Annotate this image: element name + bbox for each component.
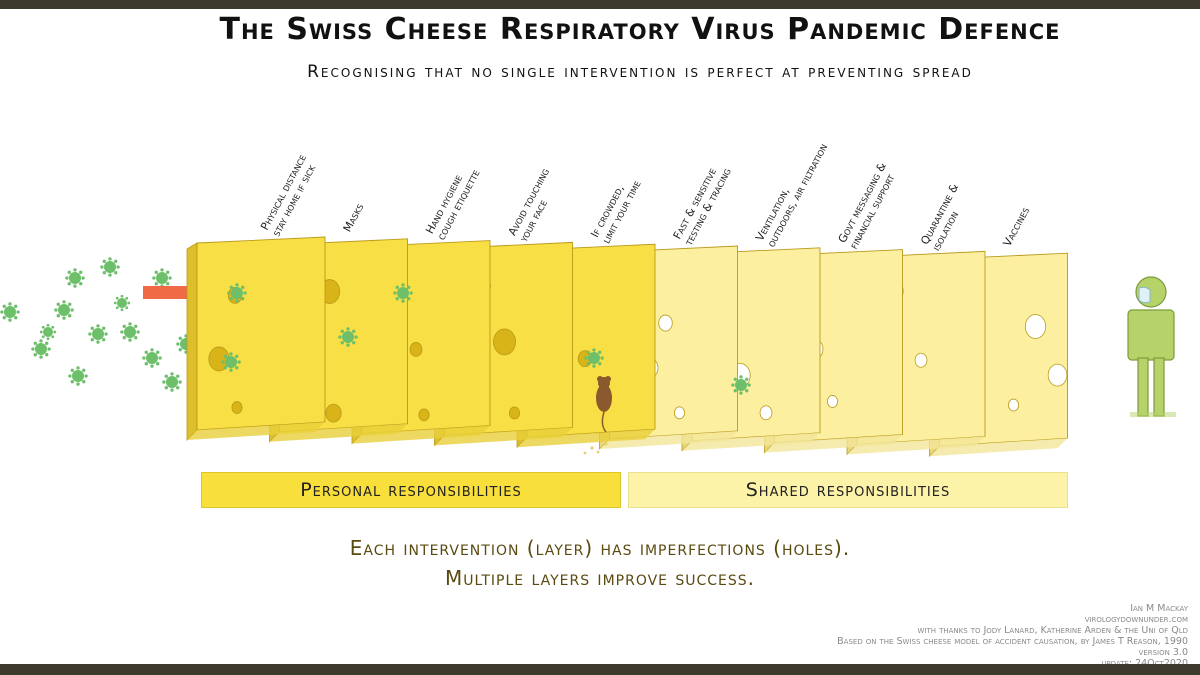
virus-particle-icon [65, 268, 85, 288]
shared-responsibilities-band: Shared responsibilities [628, 472, 1068, 508]
credit-model: Based on the Swiss cheese model of accid… [837, 636, 1188, 647]
layer-labels: Vaccines Quarantine &isolation Govt messag… [258, 135, 1032, 253]
cheese-hole [1047, 363, 1068, 387]
cheese-hole [827, 395, 839, 408]
cheese-hole [409, 342, 423, 357]
virus-particle-icon [39, 323, 57, 341]
virus-cloud [0, 257, 196, 392]
cheese-hole [759, 405, 773, 421]
layer-label-3: Hand hygienecough etiquette [423, 161, 482, 242]
virus-particle-icon [100, 257, 120, 277]
virus-particle-icon [731, 375, 751, 395]
cheese-slice-1 [186, 236, 326, 441]
virus-particles-front [221, 283, 751, 395]
virus-particle-icon [584, 348, 604, 368]
cheese-hole [231, 401, 243, 414]
person-icon [1127, 276, 1176, 417]
virus-particle-icon [227, 283, 247, 303]
virus-particle-icon [393, 283, 413, 303]
credit-author: Ian M Mackay [1130, 603, 1188, 614]
layer-label-7: Ventilation,outdoors, air filtration [753, 135, 830, 249]
virus-particle-icon [142, 348, 162, 368]
credits: Ian M Mackay virologydownunder.com with … [837, 603, 1188, 669]
message-line-2: Multiple layers improve success. [444, 566, 756, 590]
cheese-hole [1008, 398, 1020, 412]
credit-website: virologydownunder.com [1084, 614, 1188, 625]
virus-particle-icon [0, 302, 20, 322]
cheese-hole [508, 406, 520, 420]
cheese-hole [418, 408, 430, 422]
cheese-hole [658, 314, 673, 332]
bottom-border [0, 664, 1200, 675]
personal-responsibilities-band: Personal responsibilities [201, 472, 621, 508]
virus-particle-icon [120, 322, 140, 342]
credit-version: version 3.0 [1138, 647, 1188, 658]
cheese-slices [186, 236, 1068, 458]
layer-label-5: If crowded,limit your time [588, 172, 644, 245]
page-subtitle: Recognising that no single intervention … [307, 62, 973, 82]
layer-label-4: Avoid touchingyour face [505, 166, 563, 245]
virus-particle-icon [54, 300, 74, 320]
layer-label-line: Vaccines [1001, 205, 1032, 249]
message-line-1: Each intervention (layer) has imperfecti… [349, 536, 851, 560]
virus-particle-icon [221, 352, 241, 372]
layer-label-1: Physical distancestay home if sick [258, 152, 320, 238]
layer-label-line: Masks [341, 201, 367, 234]
virus-particle-icon [31, 339, 51, 359]
cheese-hole [1024, 314, 1047, 339]
virus-particle-icon [338, 327, 358, 347]
mouse-icon [583, 376, 612, 455]
layer-label-9: Quarantine &isolation [918, 181, 973, 253]
page-title: The Swiss Cheese Respiratory Virus Pande… [219, 12, 1061, 47]
layer-label-8: Govt messaging &financial support [836, 160, 901, 251]
cheese-hole [674, 406, 686, 420]
virus-particle-icon [113, 294, 131, 312]
cheese-hole [493, 328, 516, 356]
layer-label-6: Fast & sensitivetesting & tracing [670, 160, 734, 249]
virus-particle-icon [88, 324, 108, 344]
layer-label-10: Vaccines [1001, 205, 1032, 249]
mask-icon [1138, 286, 1151, 304]
layer-label-2: Masks [341, 201, 367, 234]
virus-particle-icon [68, 366, 88, 386]
cheese-hole [914, 352, 928, 368]
cheese-hole [325, 403, 342, 423]
virus-particle-icon [152, 268, 172, 288]
virus-particle-icon [162, 372, 182, 392]
credit-update: update: 24Oct2020 [837, 658, 1188, 669]
top-border [0, 0, 1200, 9]
credit-thanks: with thanks to Jody Lanard, Katherine Ar… [917, 625, 1188, 636]
